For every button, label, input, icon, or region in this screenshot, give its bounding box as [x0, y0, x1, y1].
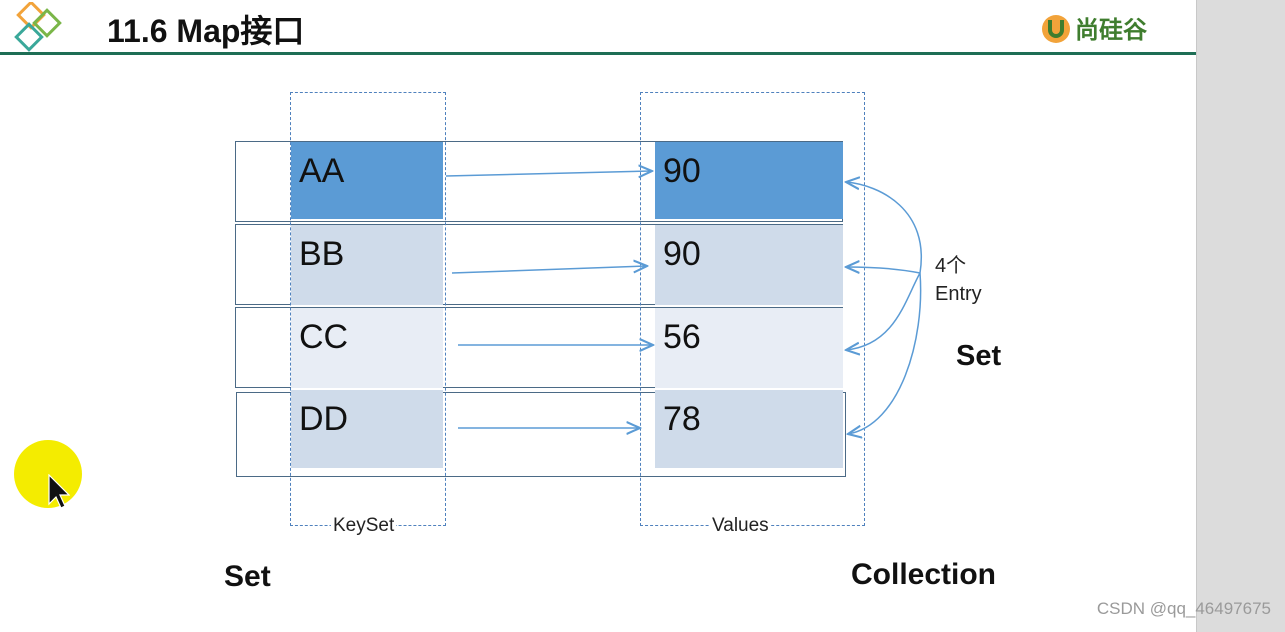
- key-cell: DD: [291, 390, 443, 468]
- entry-set-label: Set: [956, 340, 1002, 372]
- keyset-type-label: Set: [224, 560, 271, 593]
- entry-arrow: [846, 272, 921, 350]
- keyset-label: KeySet: [331, 515, 397, 537]
- key-text: DD: [299, 400, 349, 438]
- watermark: CSDN @qq_46497675: [1096, 599, 1271, 618]
- header-divider: [0, 52, 1196, 55]
- slide: 11.6 Map接口 尚硅谷 AA BB CC DD 90 90 56 78 K…: [0, 0, 1196, 632]
- key-cell: CC: [291, 308, 443, 388]
- values-type-label: Collection: [851, 558, 997, 591]
- key-value-arrow: [451, 266, 647, 274]
- key-text: CC: [299, 318, 349, 356]
- key-cell: BB: [291, 225, 443, 305]
- entry-count-line1: 4个: [935, 255, 967, 277]
- value-text: 78: [663, 400, 701, 438]
- page-title: 11.6 Map接口: [107, 13, 305, 49]
- entry-arrow: [846, 267, 921, 273]
- diamond-logo-icon: [14, 2, 62, 52]
- value-cell: 90: [655, 225, 843, 305]
- value-text: 90: [663, 152, 701, 190]
- value-cell: 90: [655, 142, 843, 219]
- brand-name: 尚硅谷: [1075, 17, 1147, 44]
- key-text: AA: [299, 152, 345, 190]
- key-value-arrow: [445, 171, 652, 176]
- key-text: BB: [299, 235, 345, 273]
- brand-logo-icon: [1042, 14, 1070, 43]
- value-text: 56: [663, 318, 701, 356]
- mouse-cursor-icon: [48, 474, 70, 509]
- entry-count-line2: Entry: [935, 283, 982, 305]
- value-text: 90: [663, 235, 701, 273]
- side-panel: [1196, 0, 1285, 632]
- mapping-arrows: [445, 0, 923, 632]
- entry-arrow: [846, 182, 923, 274]
- brand: 尚硅谷: [1040, 10, 1147, 45]
- values-label: Values: [710, 515, 771, 537]
- entry-count-label: 4个 Entry: [935, 252, 982, 308]
- value-cell: 56: [655, 308, 843, 388]
- cursor-highlight: [14, 440, 82, 508]
- value-cell: 78: [655, 390, 843, 468]
- key-cell: AA: [291, 142, 443, 219]
- entry-arrow: [848, 272, 922, 434]
